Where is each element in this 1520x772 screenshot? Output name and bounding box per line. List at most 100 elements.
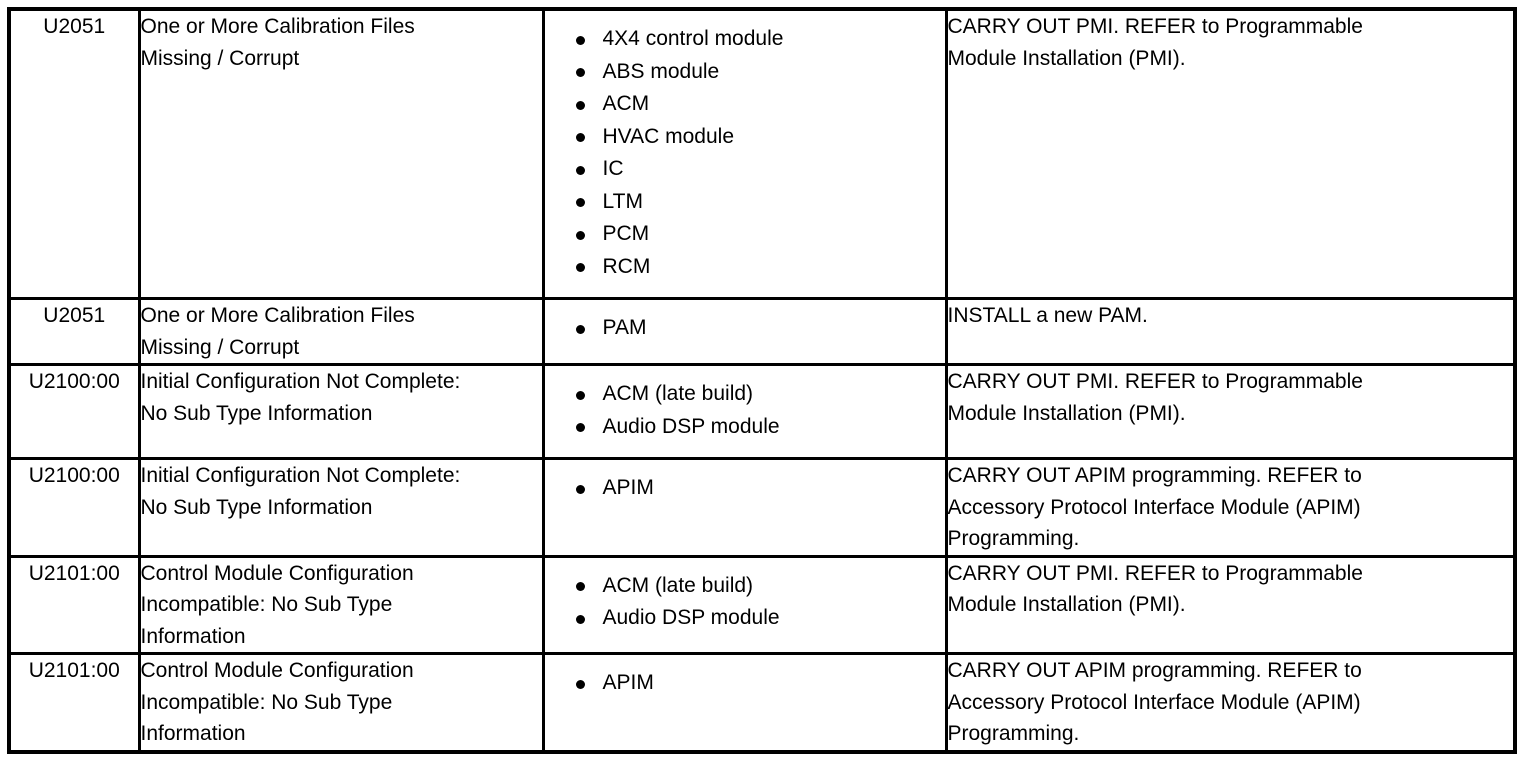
dtc-description-line: Information <box>140 624 246 648</box>
bullet-dot-icon <box>575 582 585 591</box>
dtc-description-line: Incompatible: No Sub Type <box>140 690 393 714</box>
dtc-description-cell: Initial Configuration Not Complete: No Su… <box>137 457 545 558</box>
affected-modules-cell: APIM <box>541 457 948 558</box>
dtc-code-cell: U2100:00 <box>7 363 141 460</box>
module-list: ACM (late build) Audio DSP module <box>545 366 945 457</box>
bullet-dot-icon <box>575 390 585 400</box>
module-label: ABS module <box>602 59 720 83</box>
bullet-dot-icon <box>575 263 585 272</box>
dtc-code-cell: U2051 <box>7 297 141 366</box>
module-label: ACM (late build) <box>602 382 754 405</box>
module-label: 4X4 control module <box>602 27 784 50</box>
list-item: APIM <box>545 472 939 505</box>
list-item: PAM <box>545 312 939 345</box>
service-action-line: Accessory Protocol Interface Module (API… <box>947 495 1361 519</box>
module-label: APIM <box>602 671 654 694</box>
bullet-dot-icon <box>575 230 585 240</box>
list-item: ACM (late build) <box>545 378 939 411</box>
module-label: ACM <box>602 92 650 115</box>
dtc-description-line: Missing / Corrupt <box>140 46 300 70</box>
dtc-code-cell: U2051 <box>7 7 141 300</box>
dtc-code-text: U2101:00 <box>28 561 120 585</box>
service-action-cell: INSTALL a new PAM. <box>944 297 1517 366</box>
module-list: ACM (late build) Audio DSP module <box>545 558 945 649</box>
module-label: LTM <box>602 189 643 213</box>
module-list: APIM <box>545 460 945 519</box>
dtc-description-line: Information <box>140 722 246 745</box>
service-action-line: CARRY OUT APIM programming. REFER to <box>947 659 1362 682</box>
dtc-description-line: Control Module Configuration <box>140 659 414 682</box>
dtc-description-line: One or More Calibration Files <box>140 304 415 327</box>
service-action-line: Module Installation (PMI). <box>947 401 1186 425</box>
bullet-dot-icon <box>575 100 585 110</box>
bullet-dot-icon <box>575 35 585 45</box>
list-item: ACM (late build) <box>545 570 939 603</box>
bullet-dot-icon <box>575 68 585 77</box>
dtc-code-text: U2101:00 <box>28 659 120 682</box>
dtc-description-line: No Sub Type Information <box>140 495 373 519</box>
list-item: 4X4 control module <box>545 23 939 56</box>
bullet-dot-icon <box>575 165 585 175</box>
dtc-description-line: Incompatible: No Sub Type <box>140 593 393 616</box>
dtc-description-cell: Initial Configuration Not Complete: No Su… <box>137 363 545 460</box>
dtc-code-cell: U2101:00 <box>7 554 141 655</box>
bullet-dot-icon <box>575 484 585 494</box>
bullet-dot-icon <box>575 679 585 689</box>
list-item: Audio DSP module <box>545 602 939 635</box>
dtc-description-line: Initial Configuration Not Complete: <box>140 370 461 393</box>
list-item: Audio DSP module <box>545 411 939 444</box>
list-item: ABS module <box>545 56 939 89</box>
module-label: ACM (late build) <box>602 573 754 597</box>
service-action-line: INSTALL a new PAM. <box>947 304 1148 327</box>
dtc-code-cell: U2101:00 <box>7 652 141 753</box>
module-label: RCM <box>602 254 651 278</box>
service-action-line: CARRY OUT PMI. REFER to Programmable <box>947 561 1363 585</box>
service-action-line: CARRY OUT APIM programming. REFER to <box>947 464 1362 487</box>
service-action-line: CARRY OUT PMI. REFER to Programmable <box>947 15 1363 38</box>
bullet-dot-icon <box>575 133 585 142</box>
dtc-description-line: Missing / Corrupt <box>140 335 300 359</box>
dtc-description-line: No Sub Type Information <box>140 401 373 425</box>
dtc-code-text: U2051 <box>43 15 106 38</box>
dtc-code-cell: U2100:00 <box>7 457 141 558</box>
bullet-dot-icon <box>575 198 585 207</box>
service-action-line: CARRY OUT PMI. REFER to Programmable <box>947 370 1363 393</box>
affected-modules-cell: ACM (late build) Audio DSP module <box>541 363 948 460</box>
bullet-dot-icon <box>575 423 585 432</box>
dtc-description-line: Control Module Configuration <box>140 561 414 585</box>
dtc-description-line: One or More Calibration Files <box>140 15 415 38</box>
service-action-line: Accessory Protocol Interface Module (API… <box>947 690 1361 714</box>
dtc-code-text: U2051 <box>43 304 106 327</box>
service-action-cell: CARRY OUT APIM programming. REFER to Acce… <box>944 652 1517 753</box>
module-label: PCM <box>602 222 650 245</box>
module-label: IC <box>602 157 624 180</box>
affected-modules-cell: APIM <box>541 652 948 753</box>
list-item: IC <box>545 153 939 186</box>
service-action-cell: CARRY OUT APIM programming. REFER to Acce… <box>944 457 1517 558</box>
list-item: LTM <box>545 186 939 219</box>
service-action-line: Programming. <box>947 527 1080 550</box>
affected-modules-cell: ACM (late build) Audio DSP module <box>541 554 948 655</box>
dtc-description-line: Initial Configuration Not Complete: <box>140 464 461 487</box>
module-label: APIM <box>602 476 654 499</box>
bullet-dot-icon <box>575 614 585 624</box>
service-action-line: Module Installation (PMI). <box>947 593 1186 616</box>
module-label: HVAC module <box>602 124 735 148</box>
affected-modules-cell: PAM <box>541 297 948 366</box>
service-action-line: Module Installation (PMI). <box>947 46 1186 70</box>
